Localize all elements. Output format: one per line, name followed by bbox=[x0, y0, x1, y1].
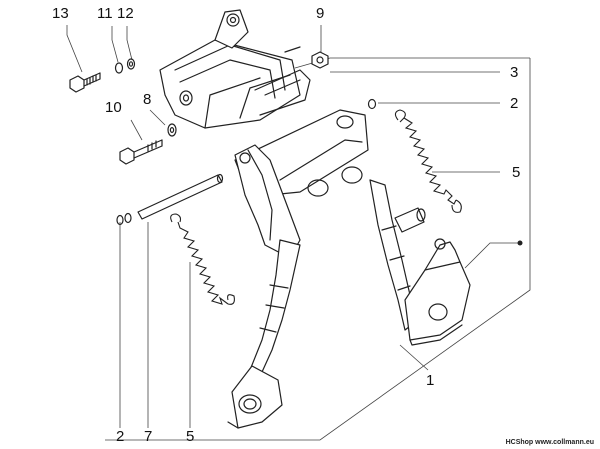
callout-3: 3 bbox=[510, 64, 518, 81]
bolt-13 bbox=[69, 72, 101, 93]
callout-12: 12 bbox=[117, 5, 134, 22]
callout-9: 9 bbox=[316, 5, 324, 22]
leader-lines bbox=[66, 25, 531, 441]
callout-2-bottom: 2 bbox=[116, 428, 124, 445]
callout-1: 1 bbox=[426, 372, 434, 389]
callout-11: 11 bbox=[97, 5, 113, 22]
pivot-pin-7 bbox=[137, 173, 224, 220]
spring-5-bottom bbox=[170, 213, 235, 305]
callout-numbers: 13 11 12 9 3 2 10 8 5 1 2 7 5 bbox=[52, 5, 520, 445]
callout-7: 7 bbox=[144, 428, 152, 445]
callout-5-right: 5 bbox=[512, 164, 520, 181]
washer-2-bottom bbox=[116, 212, 132, 226]
washer-12 bbox=[126, 58, 136, 70]
center-stand-1 bbox=[227, 109, 471, 429]
mounting-bracket-3 bbox=[159, 9, 311, 129]
reference-dot bbox=[517, 240, 523, 246]
washer-11 bbox=[114, 62, 124, 74]
washer-2-top bbox=[367, 98, 377, 110]
washer-8 bbox=[167, 123, 177, 137]
callout-13: 13 bbox=[52, 5, 69, 22]
callout-10: 10 bbox=[105, 99, 122, 116]
bolt-10 bbox=[119, 139, 163, 165]
nut-9 bbox=[311, 51, 329, 69]
spring-5-right bbox=[394, 109, 462, 213]
callout-2-top: 2 bbox=[510, 95, 518, 112]
watermark: HCShop www.collmann.eu bbox=[505, 439, 594, 446]
callout-5-bottom: 5 bbox=[186, 428, 194, 445]
callout-8: 8 bbox=[143, 91, 151, 108]
